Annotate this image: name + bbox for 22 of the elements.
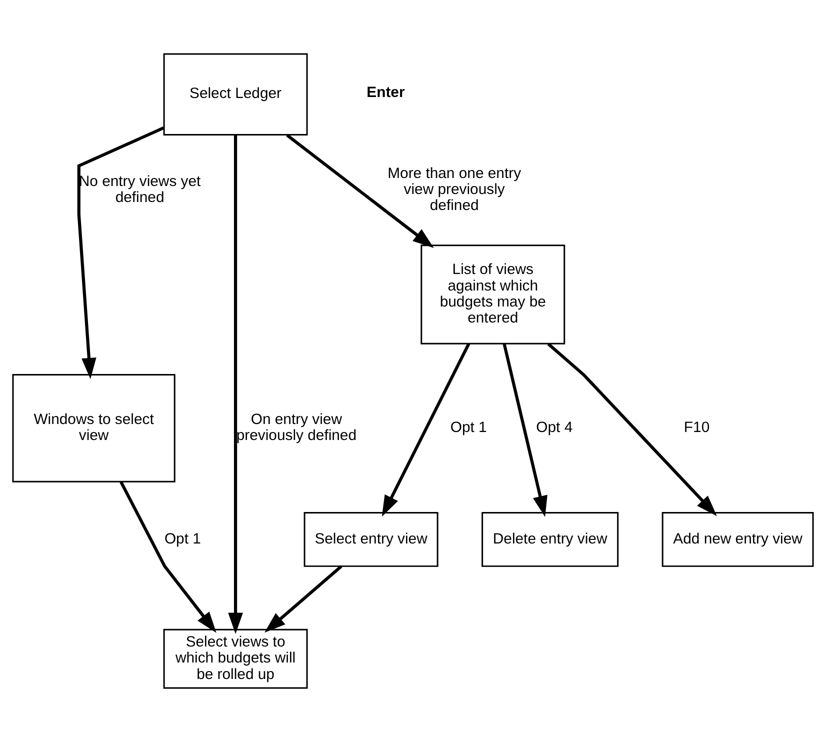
node-box: Select entry view xyxy=(304,512,438,567)
arrow xyxy=(228,135,243,634)
edge-label: F10 xyxy=(684,420,710,436)
arrow xyxy=(120,481,216,633)
edge-label: More than one entry view previously defined xyxy=(388,166,522,214)
edge-label: Opt 4 xyxy=(536,420,573,436)
node-box: Delete entry view xyxy=(482,512,619,567)
arrow xyxy=(77,126,164,380)
arrow xyxy=(286,134,434,248)
node-box: List of views against which budgets may be entered xyxy=(420,244,566,344)
node-box: Select views to which budgets will be rolled up xyxy=(163,628,308,689)
arrow xyxy=(502,343,548,517)
node-box: Add new entry view xyxy=(662,512,814,567)
edge-label: On entry view previously defined xyxy=(236,412,357,444)
node-box: Select Ledger xyxy=(163,53,308,136)
edge-label: Opt 1 xyxy=(450,420,487,436)
label: Enter xyxy=(366,84,405,101)
edge-label: Opt 1 xyxy=(164,531,201,548)
node-box: Windows to select view xyxy=(12,374,176,482)
arrow xyxy=(264,565,342,633)
arrow xyxy=(547,342,717,516)
arrow xyxy=(382,342,470,517)
